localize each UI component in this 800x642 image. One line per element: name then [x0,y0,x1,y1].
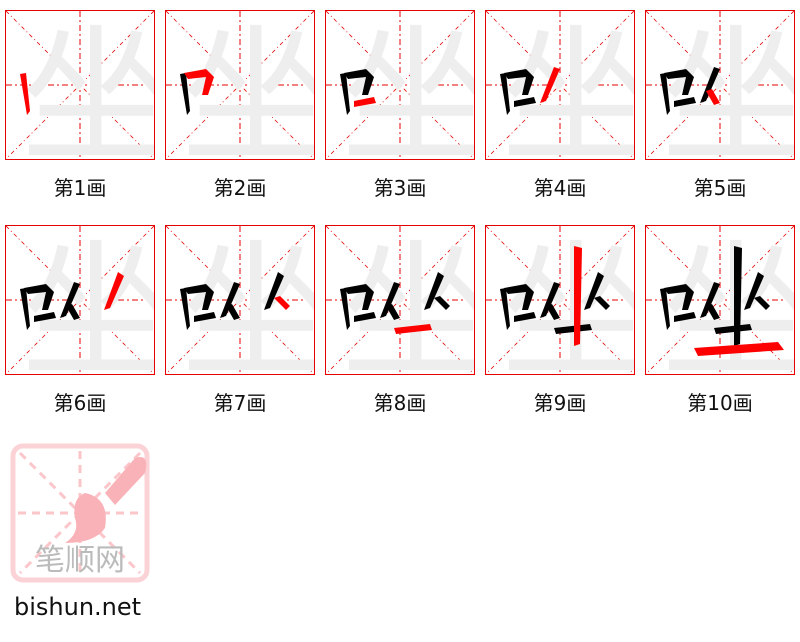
step-label: 第7画 [213,391,267,415]
practice-grid-box: 坐 [5,10,155,160]
step-label: 第2画 [213,176,267,200]
practice-grid-box: 坐 [325,225,475,375]
practice-grid-box: 坐 [645,225,795,375]
practice-grid-box: 坐 [165,225,315,375]
ghost-character: 坐 [21,11,154,159]
step-label: 第1画 [53,176,107,200]
svg-text:坐: 坐 [21,11,154,159]
character-strokes [660,246,784,356]
svg-text:坐: 坐 [661,11,794,159]
ghost-character: 坐 [501,11,634,159]
step-label: 第10画 [687,391,753,415]
svg-text:坐: 坐 [501,11,634,159]
character-strokes [340,69,376,115]
practice-grid-box: 坐 [165,10,315,160]
brush-icon: 笔顺网 [10,443,150,583]
practice-grid-box: 坐 [325,10,475,160]
svg-text:坐: 坐 [501,226,634,374]
step-label: 第9画 [533,391,587,415]
svg-text:坐: 坐 [341,11,474,159]
practice-grid-box: 坐 [645,10,795,160]
step-label: 第5画 [693,176,747,200]
ghost-character: 坐 [181,11,314,159]
character-strokes [180,272,290,330]
ghost-character: 坐 [501,226,634,374]
character-strokes [20,73,30,115]
svg-text:坐: 坐 [181,226,314,374]
ghost-character: 坐 [341,226,474,374]
ghost-character: 坐 [21,226,154,374]
character-strokes [500,246,610,346]
svg-text:坐: 坐 [341,226,474,374]
practice-grid-box: 坐 [485,10,635,160]
character-strokes [180,69,214,115]
bishun-logo: 笔顺网 [10,443,150,583]
practice-grid-box: 坐 [5,225,155,375]
step-label: 第8画 [373,391,427,415]
step-label: 第6画 [53,391,107,415]
character-strokes [20,272,124,330]
svg-text:坐: 坐 [181,11,314,159]
character-strokes [500,67,560,115]
ghost-character: 坐 [341,11,474,159]
ghost-character: 坐 [661,11,794,159]
character-strokes [340,272,450,334]
svg-text:笔顺网: 笔顺网 [35,543,125,578]
character-strokes [660,67,720,115]
site-name[interactable]: bishun.net [14,593,142,621]
practice-grid-box: 坐 [485,225,635,375]
ghost-character: 坐 [181,226,314,374]
step-label: 第4画 [533,176,587,200]
step-label: 第3画 [373,176,427,200]
svg-text:坐: 坐 [21,226,154,374]
